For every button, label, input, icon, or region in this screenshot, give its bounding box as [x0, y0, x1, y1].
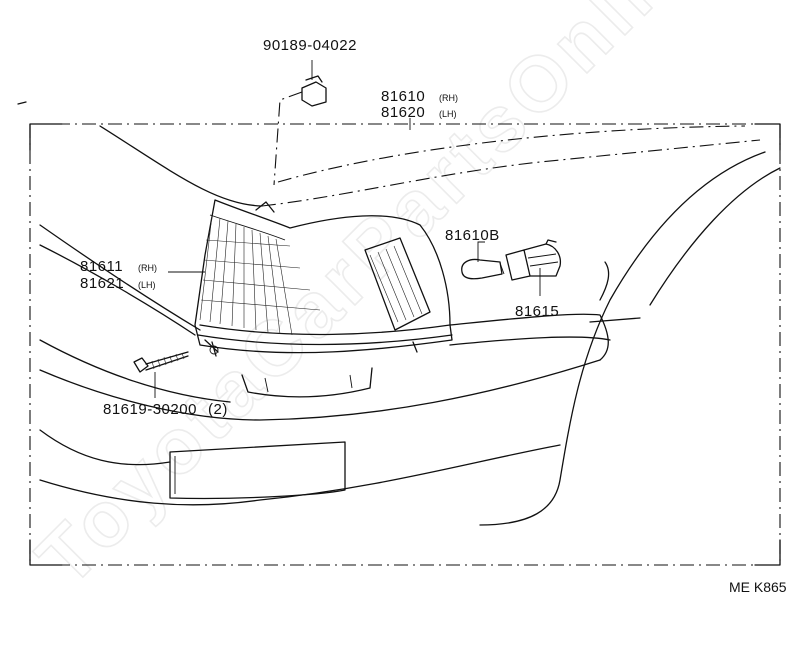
label-lamp-number-rh: 81610 — [381, 88, 425, 105]
label-lens-number-lh: 81621 — [80, 275, 124, 292]
label-bulb-number: 81610B — [445, 227, 500, 244]
label-lamp-side-rh: (RH) — [439, 93, 458, 103]
corner-lamp-assembly — [194, 199, 453, 398]
label-lamp-side-lh: (LH) — [439, 109, 457, 119]
clip-part — [273, 75, 327, 186]
label-screw-qty: (2) — [208, 401, 228, 418]
label-lamp-number-lh: 81620 — [381, 104, 425, 121]
label-screw-number: 81619-30200 — [103, 401, 197, 418]
leader-lines — [154, 60, 541, 398]
part-labels: 90189-04022 81610 (RH) 81620 (LH) 81611 … — [80, 37, 787, 595]
frame-border — [17, 101, 781, 566]
figure-reference: ME K865 — [729, 579, 787, 595]
screw-part — [133, 351, 189, 373]
label-lens-side-rh: (RH) — [138, 263, 157, 273]
label-socket-number: 81615 — [515, 303, 559, 320]
label-clip-number: 90189-04022 — [263, 37, 357, 54]
label-lens-number-rh: 81611 — [80, 258, 123, 275]
socket-part — [505, 239, 562, 281]
bulb-part — [461, 258, 505, 280]
car-body-outline — [39, 125, 781, 526]
label-lens-side-lh: (LH) — [138, 280, 156, 290]
